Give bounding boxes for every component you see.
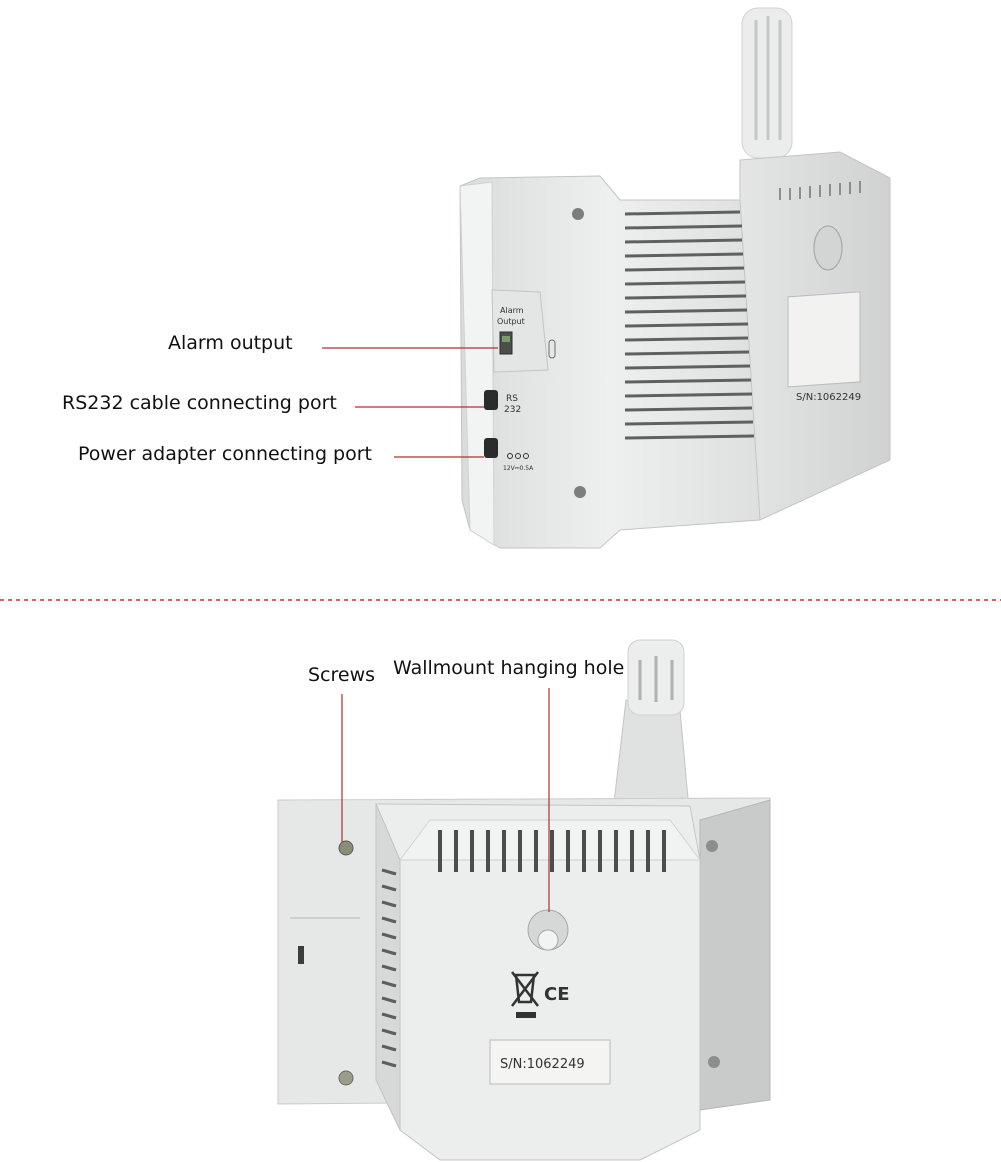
- alarm-output-terminal: [499, 331, 513, 355]
- device-side-view: CE S/N:1062249 Alarm Output RS 232 12V⎓0…: [459, 7, 891, 549]
- callout-alarm-output: Alarm output: [168, 332, 293, 354]
- vent-slots-bottom: [438, 830, 666, 872]
- power-port: [484, 438, 498, 458]
- callout-screws: Screws: [308, 664, 376, 686]
- callout-rs232-port: RS232 cable connecting port: [62, 392, 337, 414]
- screw-hole-icon: [572, 208, 584, 220]
- ce-mark-bottom: CE: [511, 971, 570, 1018]
- svg-text:RS: RS: [506, 394, 518, 404]
- callout-power-port: Power adapter connecting port: [78, 443, 372, 465]
- sensor-probe-bottom: [611, 639, 691, 821]
- svg-text:12V⎓0.5A: 12V⎓0.5A: [503, 465, 534, 472]
- rs232-port: [484, 390, 498, 410]
- svg-text:S/N:1062249: S/N:1062249: [500, 1057, 585, 1072]
- wallmount-hole-top: [813, 225, 843, 271]
- screw-icon: [338, 1070, 354, 1086]
- svg-text:Alarm: Alarm: [500, 306, 524, 315]
- svg-text:232: 232: [504, 405, 521, 415]
- svg-text:CE: CE: [544, 984, 570, 1005]
- wallmount-hole-bottom: [527, 909, 569, 951]
- screw-hole-icon: [574, 486, 586, 498]
- screw-icon: [338, 840, 354, 856]
- device-back-view: CE S/N:1062249: [277, 639, 771, 1161]
- serial-label-bottom: S/N:1062249: [489, 1039, 611, 1085]
- vent-slots-top: [624, 210, 755, 440]
- callout-wallmount-hole: Wallmount hanging hole: [393, 657, 625, 679]
- sensor-probe-top: [741, 7, 793, 159]
- svg-text:Output: Output: [497, 317, 525, 326]
- serial-label-top: S/N:1062249: [787, 291, 861, 403]
- svg-text:S/N:1062249: S/N:1062249: [796, 392, 861, 403]
